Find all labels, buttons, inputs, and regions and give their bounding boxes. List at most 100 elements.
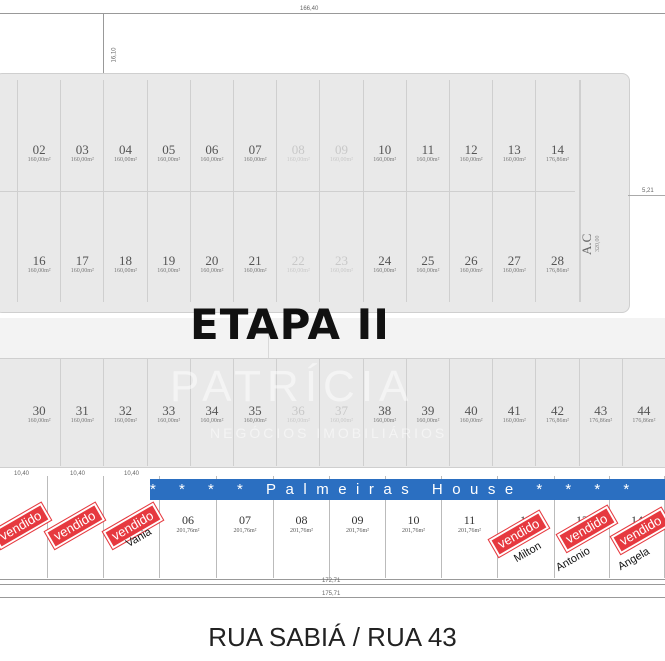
lot-number: 41 <box>507 403 521 418</box>
right-dim-line <box>628 195 665 196</box>
bottom-lot-number: 09 <box>351 513 364 527</box>
bottom-lot-number: 06 <box>182 513 194 527</box>
lot-number: 37 <box>334 403 348 418</box>
bottom-total-dimension-1: 172,71 <box>322 578 341 584</box>
lot-number: 17 <box>75 253 89 268</box>
bottom-lot-number: 10 <box>407 513 420 527</box>
lot-number: 11 <box>421 142 435 157</box>
lot-area: 160,00m² <box>114 418 137 424</box>
lot-area: 160,00m² <box>373 157 397 163</box>
bottom-lot-dim-3: 10,40 <box>124 471 140 477</box>
lot-area: 160,00m² <box>286 157 310 163</box>
lot-number: 05 <box>162 142 176 157</box>
lot-number: 02 <box>32 142 46 157</box>
lot-number: 10 <box>378 142 392 157</box>
lot-area: 160,00m² <box>502 157 526 163</box>
lot-area: 160,00m² <box>459 157 483 163</box>
lot-number: 25 <box>421 253 435 268</box>
lot-area: 160,00m² <box>373 268 397 274</box>
lot-area: 160,00m² <box>157 418 181 424</box>
lot-number: 09 <box>334 142 348 157</box>
lot-area: 160,00m² <box>373 418 397 424</box>
lot-number: 26 <box>464 253 478 268</box>
lot-number: 22 <box>291 253 305 268</box>
lot-area: 160,00m² <box>200 418 224 424</box>
lot-number: 21 <box>248 253 262 268</box>
lot-area: 160,00m² <box>27 268 51 274</box>
lot-area: 160,00m² <box>70 418 94 424</box>
lot-area: 160,00m² <box>330 418 353 424</box>
lot-number: 12 <box>464 142 478 157</box>
bottom-lot-area: 201,76m² <box>402 528 425 534</box>
bottom-lot-area: 201,76m² <box>176 528 200 534</box>
lot-number: 13 <box>507 142 521 157</box>
lot-number: 33 <box>162 403 176 418</box>
bottom-lot-area: 201,76m² <box>233 528 257 534</box>
watermark-sub: NEGÓCIOS IMOBILIÁRIOS <box>210 425 448 441</box>
bottom-total-dimension-2: 175,71 <box>322 591 341 597</box>
stage-title: ETAPA II <box>190 300 390 349</box>
lot-number: 04 <box>118 142 132 157</box>
lot-01-partial <box>0 80 18 192</box>
lot-number: 34 <box>205 403 219 418</box>
lot-number: 32 <box>118 403 132 418</box>
bottom-lot-number: 08 <box>295 513 308 527</box>
lot-number: 39 <box>421 403 435 418</box>
lot-number: 30 <box>32 403 46 418</box>
upper-block-divider <box>0 191 575 192</box>
bottom-lot-area: 201,76m² <box>290 528 313 534</box>
bottom-dim-line-2 <box>0 597 665 598</box>
common-area-size: 320,00 <box>595 235 601 253</box>
lot-number: 23 <box>334 253 348 268</box>
lot-area: 160,00m² <box>416 418 440 424</box>
lot-area: 176,86m² <box>632 418 656 424</box>
bottom-lot-number: 07 <box>239 513 251 527</box>
bottom-lot-dim-1: 10,40 <box>14 471 30 477</box>
lot-area: 160,00m² <box>286 268 310 274</box>
palmeiras-house-banner: * * * * Palmeiras House * * * * <box>150 479 665 500</box>
lot-area: 176,86m² <box>546 418 569 424</box>
top-total-dimension: 166,40 <box>300 6 319 12</box>
lot-number: 19 <box>162 253 176 268</box>
lot-area: 176,86m² <box>546 157 569 163</box>
bottom-lot-number: 11 <box>463 513 476 527</box>
lot-area: 160,00m² <box>114 157 137 163</box>
lot-area: 160,00m² <box>243 157 267 163</box>
lot-number: 31 <box>75 403 89 418</box>
lot-area: 160,00m² <box>416 268 440 274</box>
lot-number: 28 <box>550 253 564 268</box>
lot-area: 160,00m² <box>27 418 51 424</box>
common-area-label: A.C <box>579 233 594 255</box>
lot-area: 160,00m² <box>200 268 224 274</box>
